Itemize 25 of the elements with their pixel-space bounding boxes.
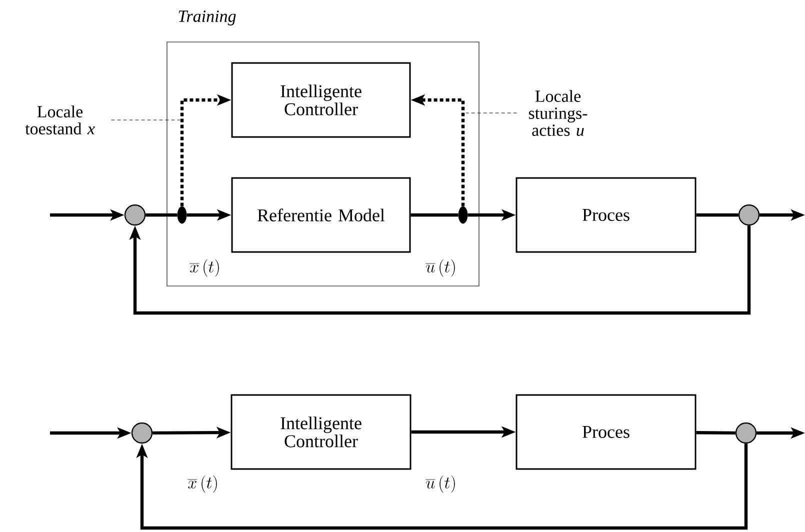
signal-arrow (136, 444, 748, 530)
branch-dot (177, 206, 187, 224)
summing-junction (131, 422, 153, 444)
signal-symbol: $\overline{x}\,(t)$ (190, 259, 219, 277)
leader-line (466, 112, 518, 114)
signal-arrow (129, 226, 751, 315)
signal-label: Locale toestand x (25, 106, 95, 134)
signal-line (696, 213, 738, 217)
signal-symbol: $\overline{x}\,(t)$ (188, 475, 217, 493)
signal-line (696, 431, 736, 435)
signal-line (410, 213, 458, 217)
block-box: Referentie Model (231, 177, 411, 253)
block-box: Proces (516, 394, 696, 470)
block-box: Intelligente Controller (231, 62, 411, 138)
node-label: Training (178, 10, 236, 26)
summing-junction (124, 204, 146, 226)
block-box: Intelligente Controller (230, 394, 412, 470)
signal-line (146, 213, 178, 217)
signal-symbol: $\overline{u}\,(t)$ (426, 259, 455, 277)
summing-junction (735, 422, 757, 444)
signal-symbol: $\overline{u}\,(t)$ (426, 475, 455, 493)
branch-dot (458, 206, 468, 224)
signal-label: Locale sturings- acties u (528, 90, 588, 136)
block-box: Proces (516, 177, 696, 253)
summing-junction (738, 204, 760, 226)
